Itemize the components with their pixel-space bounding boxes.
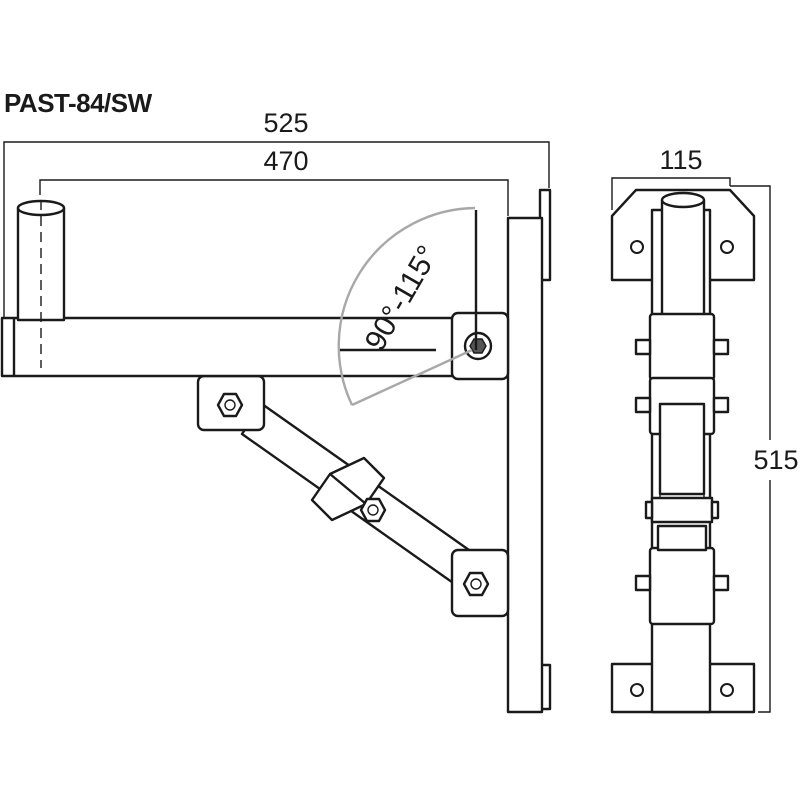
- nut-brace-lower: [462, 571, 490, 597]
- front-bottom-hole-right: [720, 683, 734, 697]
- nut-brace-upper: [216, 392, 244, 418]
- nut-brace-lower-outer: [462, 571, 490, 597]
- side-view: 525 470: [0, 108, 552, 714]
- nut-brace-upper-inner: [224, 399, 236, 411]
- front-bolt-right-3: [712, 574, 730, 592]
- product-title: PAST-84/SW: [4, 88, 153, 118]
- dimension-label-525: 525: [263, 108, 308, 138]
- front-pin-top: [660, 191, 706, 209]
- nut-brace-upper-outer: [216, 392, 244, 418]
- dimension-525: 525: [3, 108, 550, 318]
- dimension-470: 470: [39, 146, 509, 216]
- front-bottom-hole-left: [630, 683, 644, 697]
- diagonal-brace: [196, 374, 510, 618]
- dimension-label-470: 470: [263, 146, 308, 176]
- dimension-label-515-bg: [748, 440, 792, 480]
- front-bolt-right-2: [712, 396, 730, 414]
- front-top-hole-right: [720, 240, 734, 254]
- front-sleeve-cap-left: [644, 500, 654, 520]
- dimension-label-515: 515: [753, 445, 798, 475]
- front-bolt-left-3: [634, 574, 652, 592]
- angle-arc: [337, 206, 476, 406]
- horizontal-arm: [0, 311, 510, 381]
- dimension-line-115: [611, 177, 731, 210]
- front-brace-sleeve: [650, 496, 714, 524]
- wall-plate: [506, 216, 544, 714]
- front-pin: [660, 198, 706, 322]
- dimension-115: 115: [611, 145, 731, 210]
- dimension-line-525: [3, 141, 550, 318]
- dimension-515: 515: [730, 185, 799, 713]
- front-view: 115 515: [610, 145, 799, 714]
- front-bolt-left-1: [634, 338, 652, 356]
- dimension-line-470: [39, 179, 509, 216]
- nut-brace-lower-inner: [470, 578, 482, 590]
- nut-brace-middle-inner: [367, 504, 379, 516]
- front-brace-lower-bracket: [648, 546, 716, 626]
- front-bolt-right-1: [712, 338, 730, 356]
- pivot-bolt-nut: [469, 338, 487, 354]
- front-brace-tube: [658, 402, 706, 496]
- front-arm-clamp: [648, 312, 716, 382]
- nut-brace-middle-outer: [359, 497, 387, 523]
- angle-ray-lower: [351, 348, 473, 407]
- nut-brace-middle: [359, 497, 387, 523]
- brace-sleeve-edge: [329, 473, 367, 505]
- stand-pin: [16, 199, 66, 368]
- front-brace-tube-lower: [656, 524, 708, 552]
- pivot-bolt: [463, 331, 493, 361]
- front-sleeve-cap-right: [710, 500, 720, 520]
- dimension-label-115: 115: [659, 145, 702, 175]
- front-bolt-left-2: [634, 396, 652, 414]
- front-top-hole-left: [630, 240, 644, 254]
- arm-tube: [0, 316, 464, 378]
